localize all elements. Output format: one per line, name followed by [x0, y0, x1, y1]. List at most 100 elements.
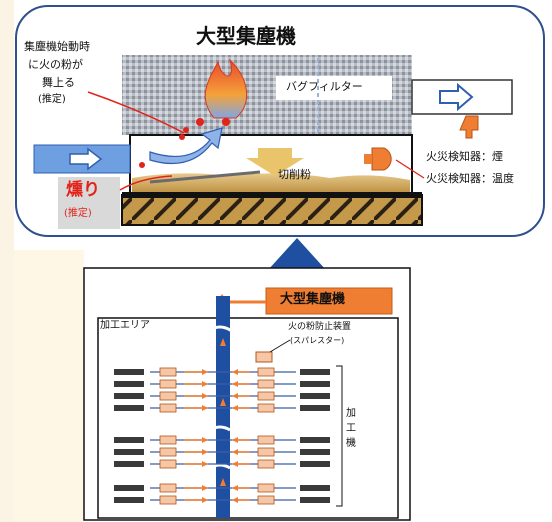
detector-smoke-label: 火災検知器：煙: [426, 150, 503, 163]
spark-icon: [183, 127, 189, 133]
filter-right: [257, 495, 275, 505]
filter-left: [159, 379, 177, 389]
machine-label-c1: 加: [346, 408, 356, 419]
machine-block-right: [300, 461, 330, 467]
inlet-arrow: [69, 147, 103, 171]
smoke-detector-icon: [459, 115, 479, 139]
flow-arrowhead-right: [232, 437, 238, 443]
filter-right: [257, 435, 275, 445]
machine-block-right: [300, 497, 330, 503]
duct-break: [209, 463, 231, 470]
smolder-pointer: [119, 175, 173, 191]
filter-left: [159, 495, 177, 505]
flow-arrowhead-right: [232, 497, 238, 503]
flow-arrowhead-left: [202, 449, 208, 455]
flow-arrowhead-left: [202, 485, 208, 491]
flow-arrowhead-right: [232, 381, 238, 387]
smolder-label: 燻り: [66, 180, 100, 200]
collector-label: 大型集塵機: [280, 292, 346, 307]
flow-arrow: [220, 398, 226, 406]
duct-break: [209, 325, 251, 335]
spark-icon: [222, 118, 230, 126]
right-backdrop: [14, 250, 84, 522]
flow-arrowhead-left: [202, 461, 208, 467]
machine-block-left: [114, 437, 144, 443]
flow-arrowhead-left: [202, 497, 208, 503]
detector-temp-label: 火災検知器：温度: [426, 172, 514, 185]
left-backdrop: [0, 0, 14, 522]
up-arrow: [268, 238, 326, 270]
spark-pointer: [87, 91, 185, 134]
spark-arrester-label: 火の粉防止装置: [288, 322, 352, 332]
flow-arrowhead-left: [202, 437, 208, 443]
arrester-pointer: [269, 339, 291, 353]
flow-arrowhead-right: [232, 369, 238, 375]
flow-arrowhead-right: [232, 393, 238, 399]
spark-arrester-sub: (スパレスター): [290, 336, 345, 345]
flame-icon: [204, 58, 248, 119]
filter-right: [257, 403, 275, 413]
flow-arrowhead-left: [202, 381, 208, 387]
note-estimate: (推定): [38, 94, 66, 105]
flow-arrowhead-left: [202, 393, 208, 399]
filter-left: [159, 391, 177, 401]
flow-arrowhead-right: [232, 461, 238, 467]
machine-block-left: [114, 497, 144, 503]
main-duct: [216, 296, 230, 518]
flow-arrowhead-right: [232, 485, 238, 491]
machine-block-right: [300, 437, 330, 443]
machine-block-left: [114, 381, 144, 387]
flow-arrow: [220, 338, 226, 346]
filter-right: [257, 459, 275, 469]
filter-left: [159, 403, 177, 413]
spark-icon: [196, 118, 204, 126]
exhaust-duct: [411, 79, 513, 115]
bag-filter-label-box: [276, 76, 392, 100]
exhaust-arrow: [439, 82, 474, 112]
filter-left: [159, 483, 177, 493]
flow-arrowhead-left: [202, 369, 208, 375]
chips-label: 切削粉: [278, 168, 311, 181]
machine-rows: [114, 367, 330, 505]
machine-block-right: [300, 393, 330, 399]
title: 大型集塵機: [196, 24, 296, 48]
note-line2: に火の粉が: [28, 58, 83, 71]
machine-block-right: [300, 381, 330, 387]
flow-arrow: [220, 478, 226, 486]
filter-right: [257, 379, 275, 389]
detector-pointer: [395, 159, 425, 179]
suction-arrow: [149, 127, 223, 165]
temperature-detector-icon: [371, 147, 392, 171]
spark-icon: [139, 162, 145, 168]
bag-filter-label: バグフィルター: [286, 80, 363, 93]
machine-block-left: [114, 485, 144, 491]
chips-pile: [132, 173, 410, 195]
smolder-box: [58, 177, 120, 229]
support-top: [122, 192, 422, 198]
flow-arrowhead-right: [232, 449, 238, 455]
processing-area: [97, 317, 399, 519]
machine-label-c2: 工: [346, 423, 356, 434]
duct-break: [209, 425, 231, 432]
machine-bracket: [336, 365, 343, 507]
spark-arrester-icon: [255, 351, 273, 363]
filter-right: [257, 447, 275, 457]
machine-block-left: [114, 461, 144, 467]
chips-streak: [149, 170, 261, 184]
note-line3: 舞上る: [42, 76, 75, 89]
machine-block-left: [114, 405, 144, 411]
smolder-estimate: (推定): [64, 208, 92, 219]
area-label: 加工エリア: [100, 320, 150, 331]
falling-chips-arrow: [246, 148, 304, 176]
temperature-detector-stem: [364, 154, 372, 164]
note-line1: 集塵機始動時: [24, 40, 90, 53]
support-grate: [121, 194, 423, 226]
flow-arrowhead-right: [232, 405, 238, 411]
machine-block-right: [300, 485, 330, 491]
filter-left: [159, 435, 177, 445]
filter-right: [257, 367, 275, 377]
spark-icon: [179, 134, 185, 140]
machine-block-left: [114, 393, 144, 399]
filter-right: [257, 391, 275, 401]
